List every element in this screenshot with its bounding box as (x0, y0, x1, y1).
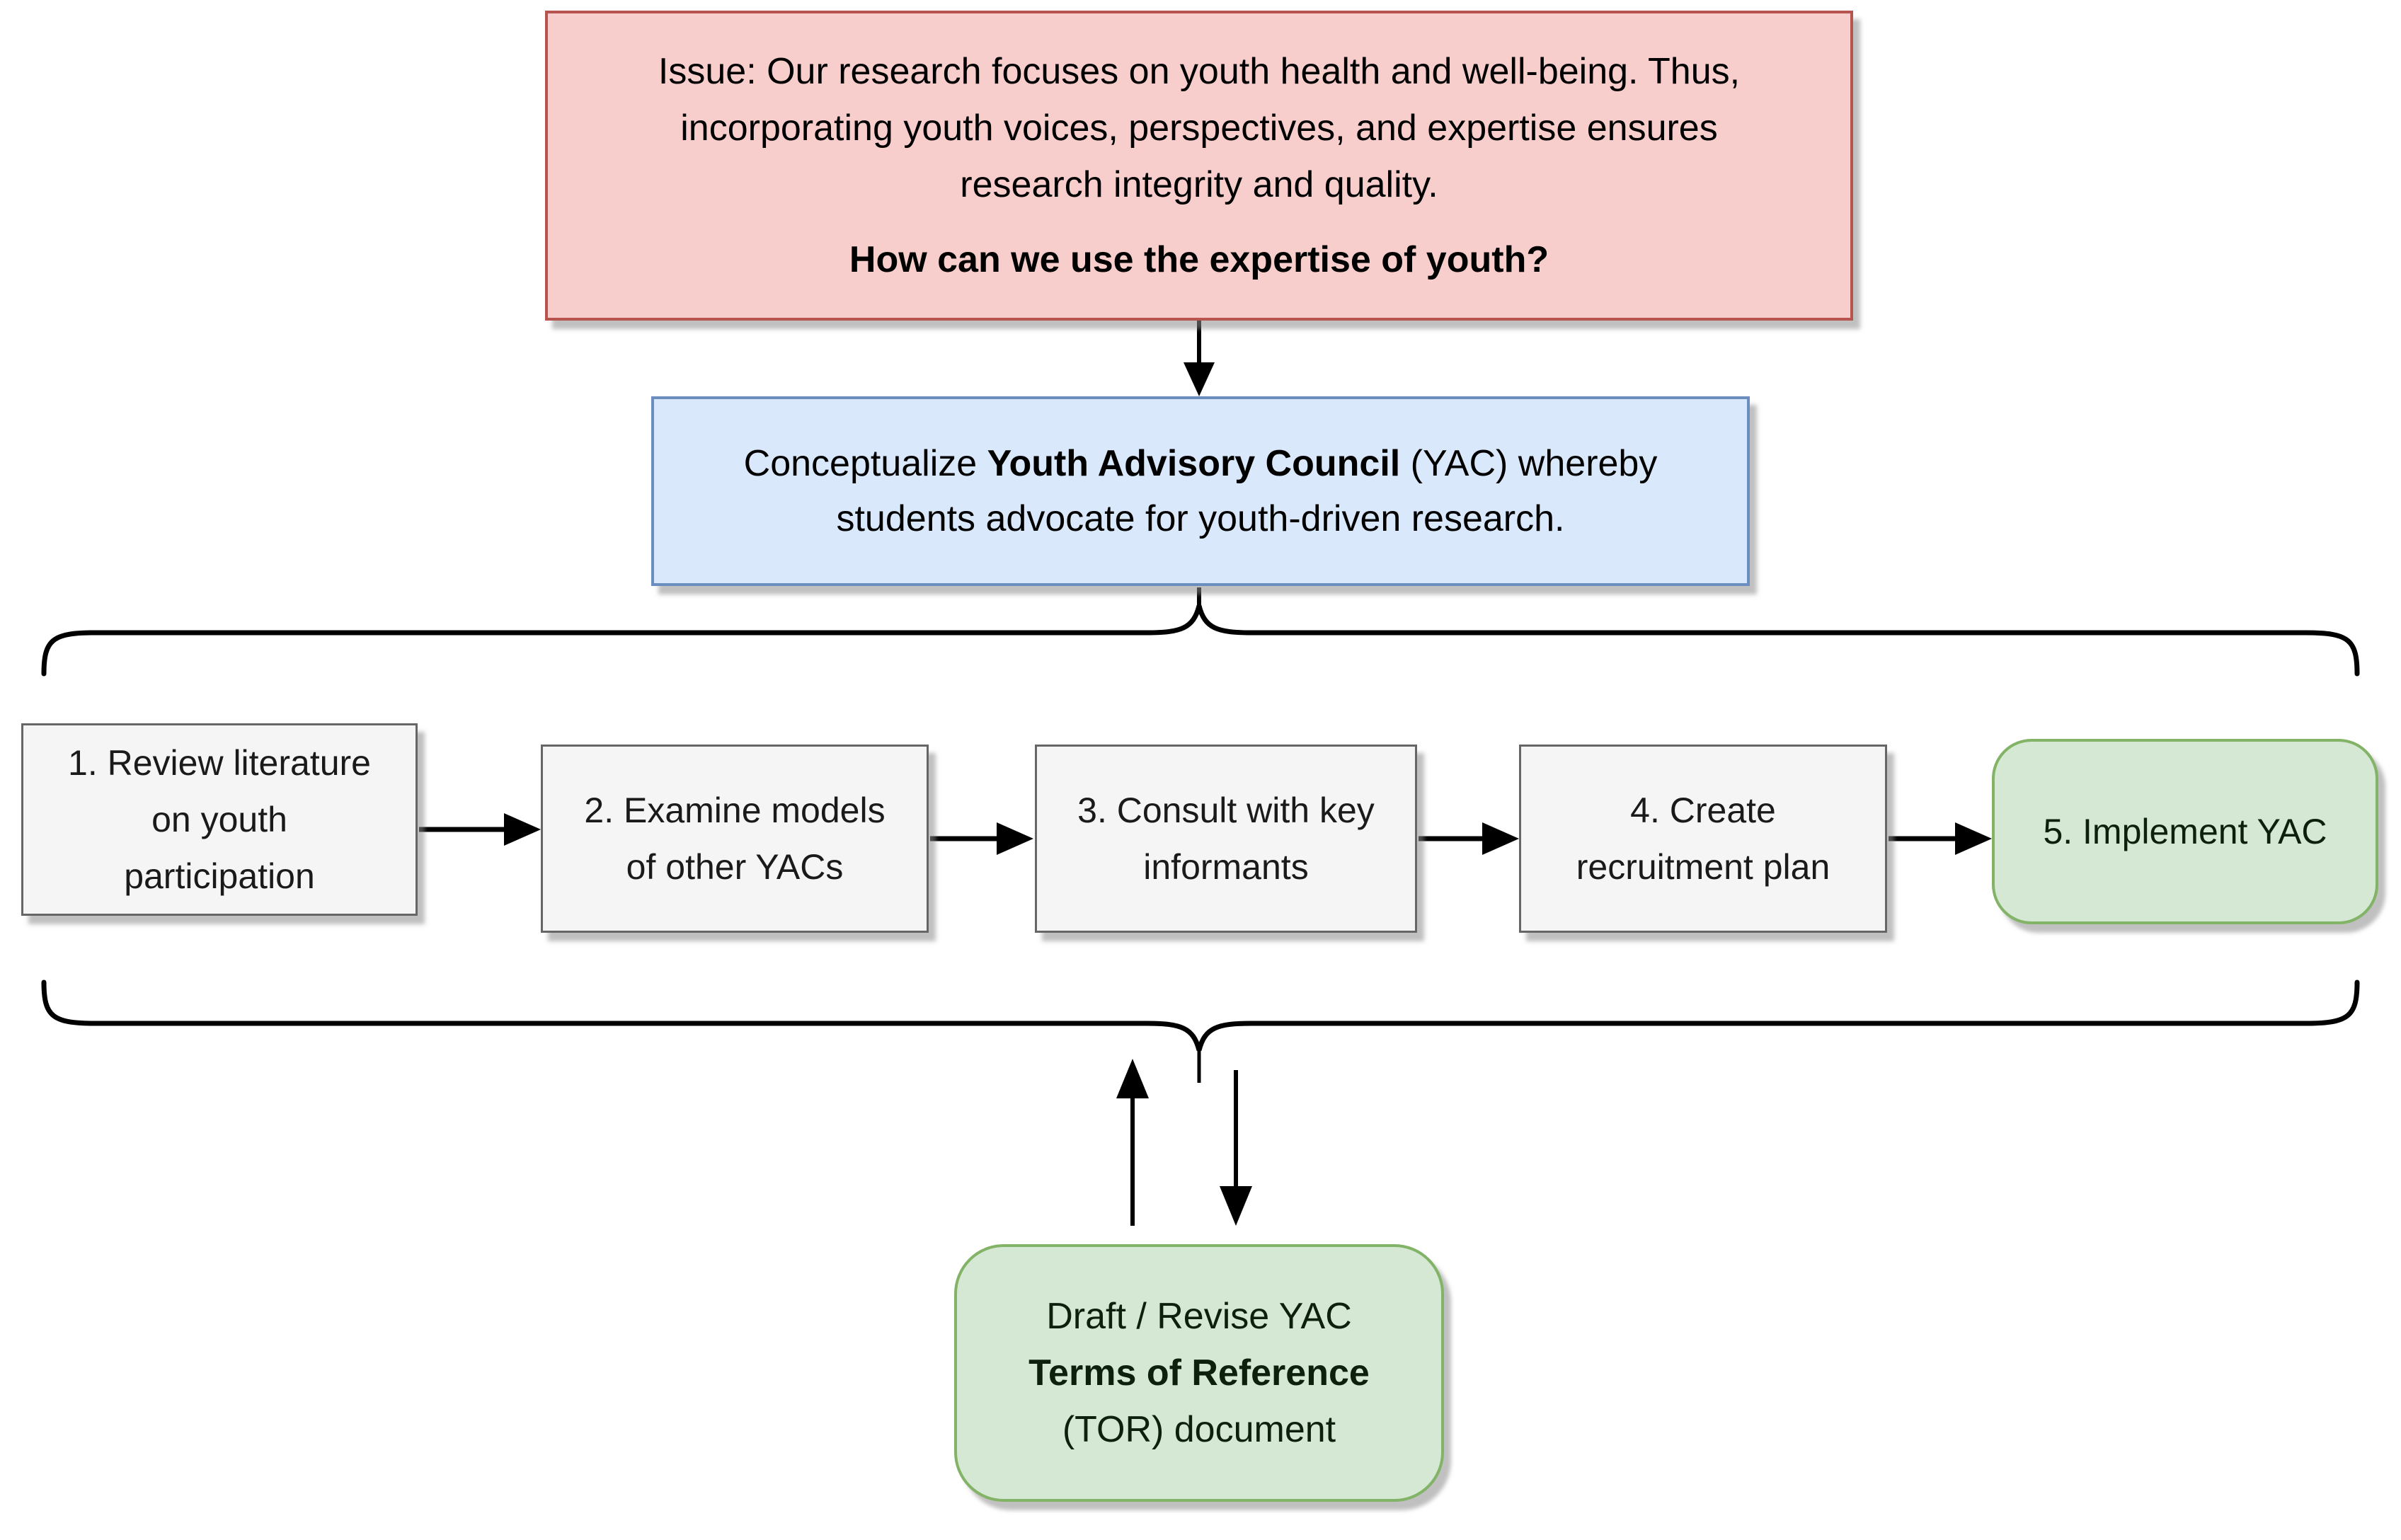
arrow-step2-to-step3 (930, 822, 1033, 855)
concept-line1-prefix: Conceptualize (743, 443, 987, 484)
tor-line-1: Draft / Revise YAC (1046, 1296, 1352, 1337)
step-2-label: 2. Examine models of other YACs (584, 791, 886, 887)
concept-line1-suffix: (YAC) whereby (1400, 443, 1658, 484)
step-3-label: 3. Consult with key informants (1077, 791, 1375, 887)
arrow-issue-to-concept (1184, 321, 1215, 396)
issue-question: How can we use the expertise of youth? (849, 239, 1549, 280)
brace-top (41, 605, 2360, 677)
arrow-down-feedback (1220, 1070, 1252, 1226)
issue-text: Issue: Our research focuses on youth hea… (658, 51, 1741, 205)
arrow-up-feedback (1116, 1059, 1149, 1226)
concept-box: Conceptualize Youth Advisory Council (YA… (651, 396, 1750, 586)
brace-bottom (41, 979, 2360, 1051)
step-5-label: 5. Implement YAC (2043, 812, 2327, 851)
step-box-5-implement-yac: 5. Implement YAC (1992, 739, 2378, 924)
concept-line1-bold: Youth Advisory Council (987, 443, 1401, 484)
arrow-step1-to-step2 (419, 813, 541, 846)
issue-box: Issue: Our research focuses on youth hea… (545, 11, 1853, 321)
concept-line-1: Conceptualize Youth Advisory Council (YA… (744, 436, 1658, 491)
arrow-step3-to-step4 (1419, 822, 1519, 855)
step-box-3-consult-informants: 3. Consult with key informants (1035, 745, 1417, 933)
tor-box: Draft / Revise YAC Terms of Reference (T… (954, 1244, 1444, 1502)
step-1-label: 1. Review literature on youth participat… (68, 743, 371, 896)
arrow-step4-to-step5 (1889, 822, 1992, 855)
concept-line-2: students advocate for youth-driven resea… (836, 498, 1565, 539)
step-4-label: 4. Create recruitment plan (1576, 791, 1830, 887)
tor-line-2-bold: Terms of Reference (1028, 1352, 1370, 1394)
step-box-4-recruitment-plan: 4. Create recruitment plan (1519, 745, 1887, 933)
step-box-1-review-literature: 1. Review literature on youth participat… (21, 723, 418, 916)
tor-line-3: (TOR) document (1062, 1409, 1336, 1450)
step-box-2-examine-models: 2. Examine models of other YACs (541, 745, 929, 933)
